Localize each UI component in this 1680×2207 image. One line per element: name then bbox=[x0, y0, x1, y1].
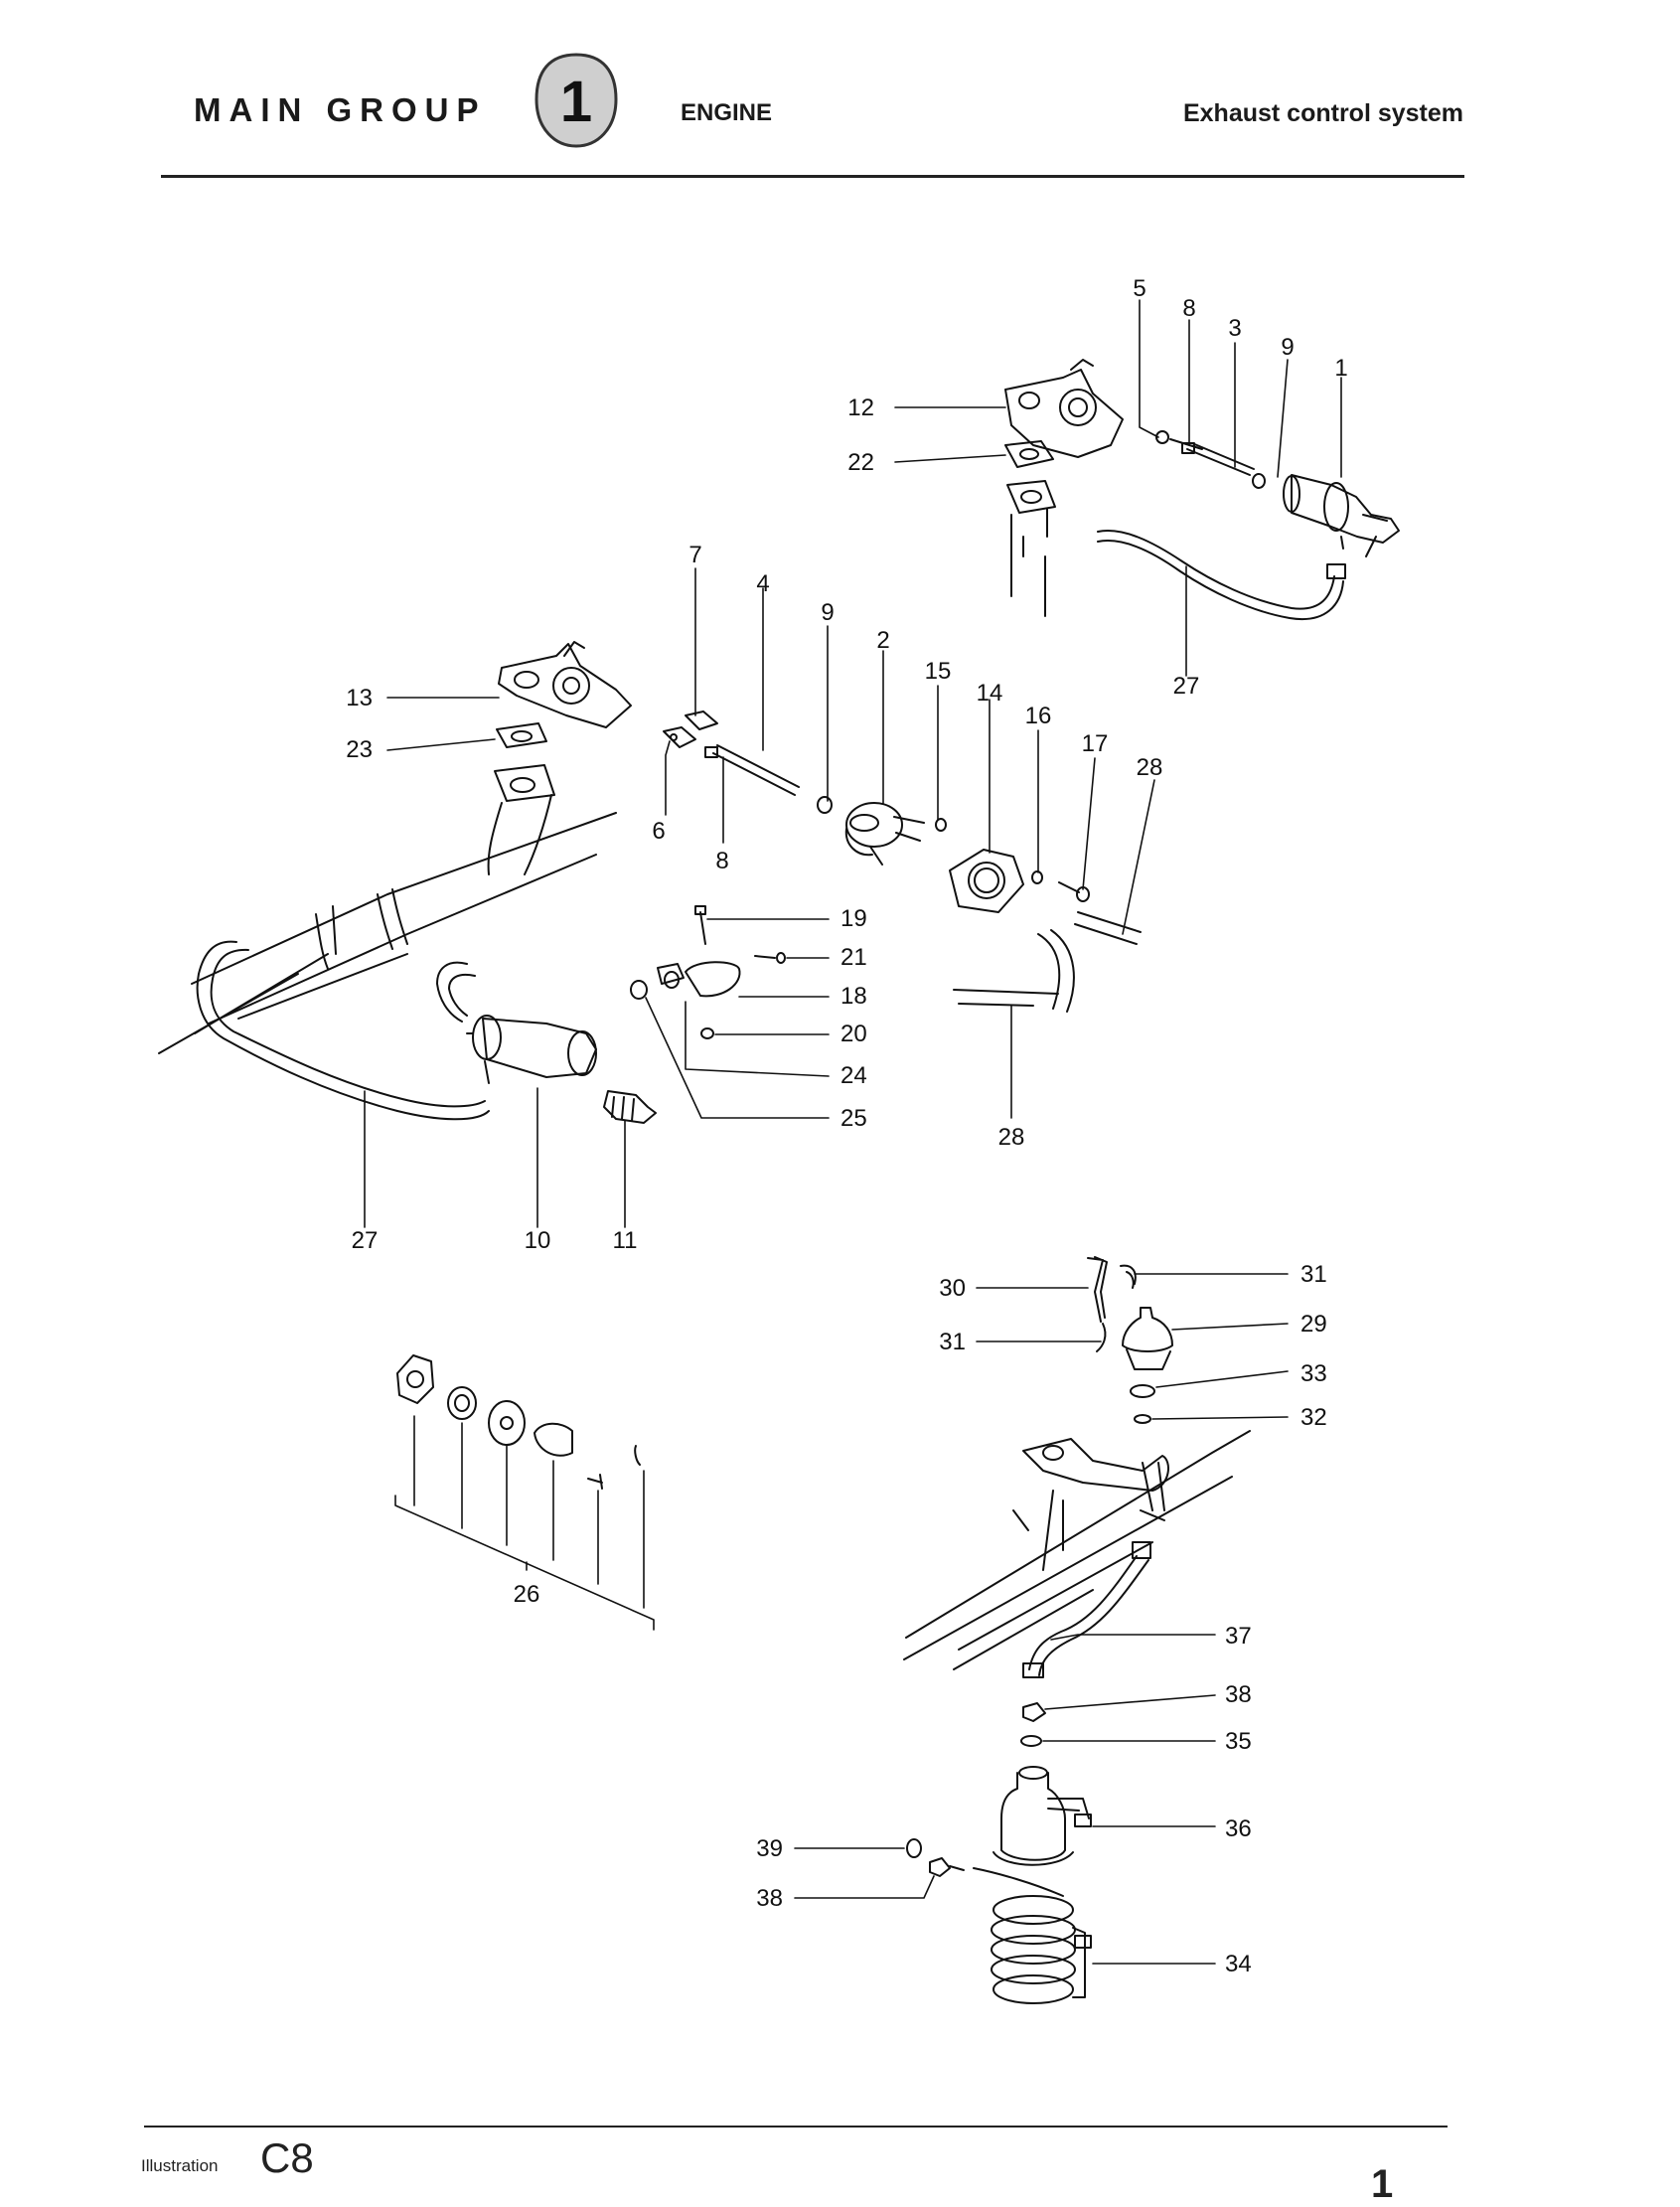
callout-12: 12 bbox=[847, 394, 874, 421]
nut-9-mid bbox=[817, 796, 833, 814]
main-group-heading: MAIN GROUP bbox=[194, 91, 487, 128]
callout-29: 29 bbox=[1300, 1311, 1327, 1338]
flange-14 bbox=[949, 849, 1024, 913]
control-rod-3 bbox=[1155, 430, 1255, 476]
group-number: 1 bbox=[560, 70, 592, 134]
callout-25: 25 bbox=[840, 1105, 867, 1132]
callout-5: 5 bbox=[1133, 275, 1145, 302]
section-heading: ENGINE bbox=[681, 99, 773, 126]
washer-35 bbox=[1020, 1735, 1042, 1747]
callout-28-right: 28 bbox=[1137, 754, 1163, 781]
union-38-lower bbox=[929, 1857, 1064, 1897]
callout-14: 14 bbox=[977, 680, 1003, 707]
nut-38 bbox=[1022, 1702, 1046, 1722]
heat-exchanger-flange-12 bbox=[1004, 359, 1124, 458]
callout-23: 23 bbox=[346, 736, 373, 763]
control-rod-4 bbox=[704, 744, 800, 796]
thermostat-unit-10 bbox=[466, 1015, 597, 1084]
callout-38-left: 38 bbox=[756, 1885, 783, 1912]
callout-leaders bbox=[364, 299, 1342, 1965]
washer-39 bbox=[906, 1838, 922, 1858]
callout-38-right: 38 bbox=[1225, 1681, 1252, 1708]
washer-33 bbox=[1130, 1384, 1155, 1398]
callout-15: 15 bbox=[925, 658, 952, 685]
callout-13: 13 bbox=[346, 685, 373, 711]
hose-30-31 bbox=[1087, 1256, 1137, 1352]
callout-33: 33 bbox=[1300, 1360, 1327, 1387]
callout-16: 16 bbox=[1025, 703, 1052, 729]
callout-8-mid: 8 bbox=[715, 848, 728, 874]
hose-28-right bbox=[1074, 911, 1142, 945]
illustration-label: Illustration bbox=[141, 2156, 219, 2175]
page-title: Exhaust control system bbox=[1182, 99, 1463, 127]
gasket-23 bbox=[496, 722, 547, 748]
connector-11 bbox=[603, 1090, 657, 1124]
clamp-parts-18-25 bbox=[630, 905, 786, 1039]
callout-8-top: 8 bbox=[1182, 295, 1195, 322]
heat-exchanger-flange-13 bbox=[498, 641, 632, 728]
callout-28-lower: 28 bbox=[998, 1124, 1025, 1151]
washer-16 bbox=[1031, 870, 1043, 884]
coil-34 bbox=[991, 1895, 1092, 2004]
callout-17: 17 bbox=[1082, 730, 1109, 757]
callout-37: 37 bbox=[1225, 1623, 1252, 1650]
callout-4: 4 bbox=[756, 570, 769, 597]
callout-11: 11 bbox=[613, 1227, 638, 1254]
callout-31-left: 31 bbox=[939, 1329, 966, 1355]
vacuum-unit-2 bbox=[844, 802, 925, 866]
washer-15 bbox=[935, 818, 947, 832]
callout-24: 24 bbox=[840, 1062, 867, 1089]
callout-35: 35 bbox=[1225, 1728, 1252, 1755]
callout-7: 7 bbox=[688, 542, 701, 568]
callout-26: 26 bbox=[514, 1581, 540, 1608]
hose-27-top bbox=[1097, 530, 1346, 621]
exhaust-pipe-left bbox=[158, 764, 617, 1054]
callout-39: 39 bbox=[756, 1835, 783, 1862]
callout-labels: 5 8 3 9 1 12 22 27 7 4 9 2 15 14 16 17 2… bbox=[346, 275, 1347, 1977]
callout-9-mid: 9 bbox=[821, 599, 834, 626]
callout-2: 2 bbox=[876, 627, 889, 654]
housing-36 bbox=[993, 1766, 1092, 1866]
callout-9-top: 9 bbox=[1281, 334, 1294, 361]
callout-34: 34 bbox=[1225, 1951, 1252, 1977]
callout-27-left: 27 bbox=[352, 1227, 379, 1254]
callout-18: 18 bbox=[840, 983, 867, 1010]
callout-3: 3 bbox=[1228, 315, 1241, 342]
hose-28-lower bbox=[953, 929, 1075, 1013]
callout-22: 22 bbox=[847, 449, 874, 476]
repair-kit-26 bbox=[396, 1354, 641, 1490]
callout-10: 10 bbox=[525, 1227, 551, 1254]
illustration-code: C8 bbox=[260, 2134, 314, 2181]
callout-36: 36 bbox=[1225, 1815, 1252, 1842]
pipe-37 bbox=[1022, 1541, 1151, 1678]
callout-1: 1 bbox=[1334, 355, 1347, 382]
nut-9-top bbox=[1252, 473, 1266, 489]
callout-6: 6 bbox=[652, 818, 665, 845]
oring-32 bbox=[1134, 1414, 1151, 1424]
callout-27-top: 27 bbox=[1173, 673, 1200, 700]
thermostat-unit-1 bbox=[1283, 474, 1400, 557]
callout-19: 19 bbox=[840, 905, 867, 932]
header-divider bbox=[161, 175, 1464, 178]
callout-30: 30 bbox=[939, 1275, 966, 1302]
bracket-7-6 bbox=[663, 710, 718, 748]
callout-31-top: 31 bbox=[1300, 1261, 1327, 1288]
thermostat-29 bbox=[1122, 1307, 1173, 1370]
group-number-badge: 1 bbox=[535, 53, 618, 148]
gasket-22 bbox=[1004, 440, 1054, 468]
bolt-17 bbox=[1058, 881, 1090, 902]
page-number: 1 bbox=[1371, 2162, 1394, 2206]
callout-32: 32 bbox=[1300, 1404, 1327, 1431]
hose-upper-10 bbox=[436, 961, 476, 1023]
footer-divider bbox=[144, 2126, 1448, 2128]
callout-20: 20 bbox=[840, 1021, 867, 1047]
callout-21: 21 bbox=[840, 944, 867, 971]
exhaust-pipe-upper-right bbox=[1006, 480, 1056, 617]
exhaust-pipe-lower-right bbox=[903, 1430, 1251, 1670]
hose-27-left bbox=[196, 940, 490, 1121]
